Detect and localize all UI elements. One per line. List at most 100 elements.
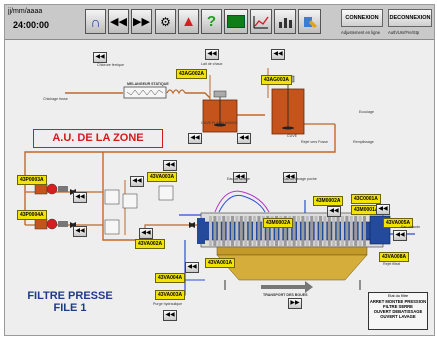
nav-button-14[interactable]: ◀◀: [376, 204, 390, 215]
piping-layer: [24, 68, 415, 296]
settings-button[interactable]: [298, 9, 321, 34]
nav-button-9[interactable]: ◀◀: [73, 226, 87, 237]
status-heading: Etat du filtre: [387, 294, 409, 298]
nav-button-4[interactable]: ◀◀: [188, 133, 202, 144]
report-button[interactable]: [274, 9, 296, 34]
filter-plate: [266, 216, 270, 246]
fast-forward-icon: ▶▶: [290, 300, 300, 306]
rewind-icon: ◀◀: [132, 178, 142, 184]
gears-icon: ⚙: [160, 14, 171, 29]
filter-plate: [323, 216, 327, 246]
filter-plate: [209, 216, 212, 246]
conveyor-nav-button[interactable]: ▶▶: [288, 298, 302, 309]
filter-plate: [248, 216, 252, 246]
tag-valve-8[interactable]: 43VA008A: [379, 252, 410, 262]
title-line-1: FILTRE PRESSE: [27, 290, 113, 302]
display-button[interactable]: [224, 9, 248, 34]
filter-plate: [332, 216, 336, 246]
warning-icon: ▲: [181, 13, 196, 30]
tag-motor-a[interactable]: 43M0002A: [313, 196, 344, 206]
status-line-4: OUVERT LAVAGE: [380, 314, 416, 319]
title-line-2: FILE 1: [53, 302, 87, 314]
nav-button-1[interactable]: ◀◀: [93, 52, 107, 63]
help-button[interactable]: ?: [201, 9, 222, 34]
tag-valve-2[interactable]: 43VA002A: [135, 239, 166, 249]
next-button[interactable]: ▶▶: [131, 9, 152, 34]
label-lime-milk: Lait de chaux: [201, 62, 223, 66]
nav-button-2[interactable]: ◀◀: [205, 49, 219, 60]
date-display: jj/mm/aaaa: [8, 8, 43, 15]
tag-valve-3b[interactable]: 43VA003A: [155, 290, 186, 300]
status-line-2: FILTRE SERRE: [383, 304, 413, 309]
tag-agitator-1[interactable]: 43AG002A: [176, 69, 208, 79]
filter-plate: [244, 216, 248, 246]
tag-valve-4[interactable]: 43VA004A: [155, 273, 186, 283]
tag-valve-3[interactable]: 43VA003A: [147, 172, 178, 182]
filter-plate: [235, 216, 239, 246]
login-hint: Adjustement en ligne: [341, 30, 381, 35]
pump-2[interactable]: [34, 218, 68, 230]
filter-plate: [213, 216, 217, 246]
page-title: FILTRE PRESSE FILE 1: [15, 290, 125, 314]
filter-plate: [231, 216, 234, 246]
label-hydraulic-purge: Purge hydraulique: [153, 302, 183, 306]
connexion-button[interactable]: CONNEXION: [341, 9, 383, 27]
nav-button-7[interactable]: ◀◀: [163, 160, 177, 171]
nav-button-15[interactable]: ◀◀: [393, 230, 407, 241]
filter-plate: [283, 216, 287, 246]
filter-plate: [226, 216, 230, 246]
filter-plate: [297, 216, 300, 246]
trends-button[interactable]: [250, 9, 272, 34]
zone-alarm-indicator[interactable]: A.U. DE LA ZONE: [33, 129, 163, 148]
question-icon: ?: [206, 13, 217, 30]
tag-agitator-2[interactable]: 43AG003A: [261, 75, 293, 85]
play-forward-icon: ▶▶: [133, 16, 150, 28]
filter-plate: [319, 216, 322, 246]
rewind-icon: ◀◀: [378, 206, 388, 212]
rewind-icon: ◀◀: [329, 208, 339, 214]
nav-button-12[interactable]: ◀◀: [283, 172, 297, 183]
tag-compressor[interactable]: 43C0001A: [351, 194, 381, 204]
nav-button-10[interactable]: ◀◀: [139, 228, 153, 239]
alarms-button[interactable]: ▲: [178, 9, 199, 34]
nav-button-8[interactable]: ◀◀: [73, 192, 87, 203]
nav-button-13[interactable]: ◀◀: [327, 206, 341, 217]
filter-plate: [239, 216, 243, 246]
nav-button-5[interactable]: ◀◀: [237, 133, 251, 144]
rewind-icon: ◀◀: [95, 54, 105, 60]
nav-button-3[interactable]: ◀◀: [271, 49, 285, 60]
tag-valve-1[interactable]: 43VA001A: [205, 258, 236, 268]
tag-valve-5[interactable]: 43VA005A: [383, 218, 414, 228]
pump-1[interactable]: [34, 183, 68, 195]
rewind-icon: ◀◀: [75, 194, 85, 200]
tag-pump-2[interactable]: 43P0004A: [17, 210, 47, 220]
rewind-icon: ◀◀: [110, 16, 127, 28]
deconnexion-button[interactable]: DECONNEXION: [388, 9, 432, 27]
return-button[interactable]: ∩: [85, 9, 106, 34]
filter-plate: [257, 216, 261, 246]
nav-button-11[interactable]: ◀◀: [233, 172, 247, 183]
label-sludge-transport: TRANSPORT DES BOUES: [263, 293, 308, 297]
previous-button[interactable]: ◀◀: [108, 9, 129, 34]
filter-plate: [314, 216, 318, 246]
rewind-icon: ◀◀: [235, 174, 245, 180]
filter-plate: [292, 216, 296, 246]
processes-button[interactable]: ⚙: [155, 9, 176, 34]
nav-button-16[interactable]: ◀◀: [185, 262, 199, 273]
rewind-icon: ◀◀: [273, 51, 283, 57]
filter-plate: [310, 216, 314, 246]
rewind-icon: ◀◀: [75, 228, 85, 234]
filter-press: [197, 212, 391, 290]
toolbar: jj/mm/aaaa 24:00:00 ∩ ◀◀ ▶▶ ⚙ ▲ ? CONNEX…: [5, 5, 434, 40]
nav-button-17[interactable]: ◀◀: [163, 310, 177, 321]
status-line-3: OUVERT DEBATISSAGE: [373, 309, 423, 314]
rewind-icon: ◀◀: [190, 135, 200, 141]
filter-plate: [354, 216, 358, 246]
bar-report-icon: [279, 17, 292, 28]
nav-button-6[interactable]: ◀◀: [130, 176, 144, 187]
rewind-icon: ◀◀: [165, 162, 175, 168]
time-display: 24:00:00: [13, 20, 50, 30]
tag-pump-1[interactable]: 43P0003A: [17, 175, 47, 185]
filter-plate: [327, 216, 331, 246]
tag-motor-b[interactable]: 43M0002A: [263, 218, 294, 228]
